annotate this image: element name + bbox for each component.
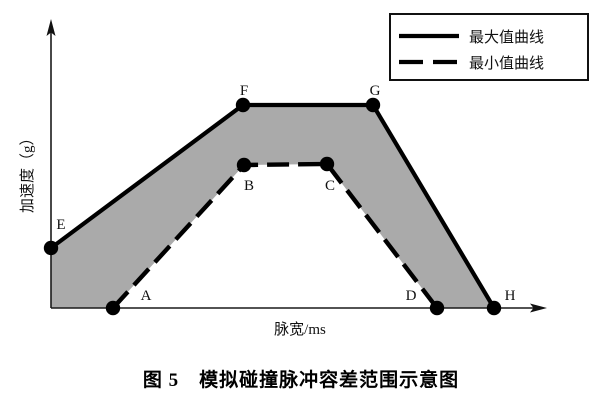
point-label-F: F [240,83,248,99]
point-marker-C [319,156,335,172]
point-marker-F [235,97,251,113]
point-label-G: G [370,83,381,99]
point-marker-B [236,157,252,173]
y-axis-arrow-icon [46,19,56,36]
min-value-curve [111,161,439,310]
point-label-C: C [325,178,335,194]
point-label-B: B [244,178,254,194]
point-marker-G [365,97,381,113]
legend-label-max-curve: 最大值曲线 [469,29,544,46]
point-label-E: E [56,217,65,233]
max-value-curve [49,102,496,310]
y-axis-label: 加速度（g） [19,130,36,213]
x-axis-label: 脉宽/ms [274,321,326,338]
point-label-A: A [141,288,152,304]
figure-caption: 图 5 模拟碰撞脉冲容差范围示意图 [143,368,459,391]
x-axis-arrow-icon [530,303,547,313]
point-label-D: D [406,288,417,304]
point-marker-A [105,300,121,316]
point-marker-H [486,300,502,316]
point-marker-E [43,240,59,256]
point-label-H: H [505,288,516,304]
legend-box [389,13,589,81]
tolerance-band-region [51,105,494,308]
point-marker-D [429,300,445,316]
legend-label-min-curve: 最小值曲线 [469,55,544,72]
